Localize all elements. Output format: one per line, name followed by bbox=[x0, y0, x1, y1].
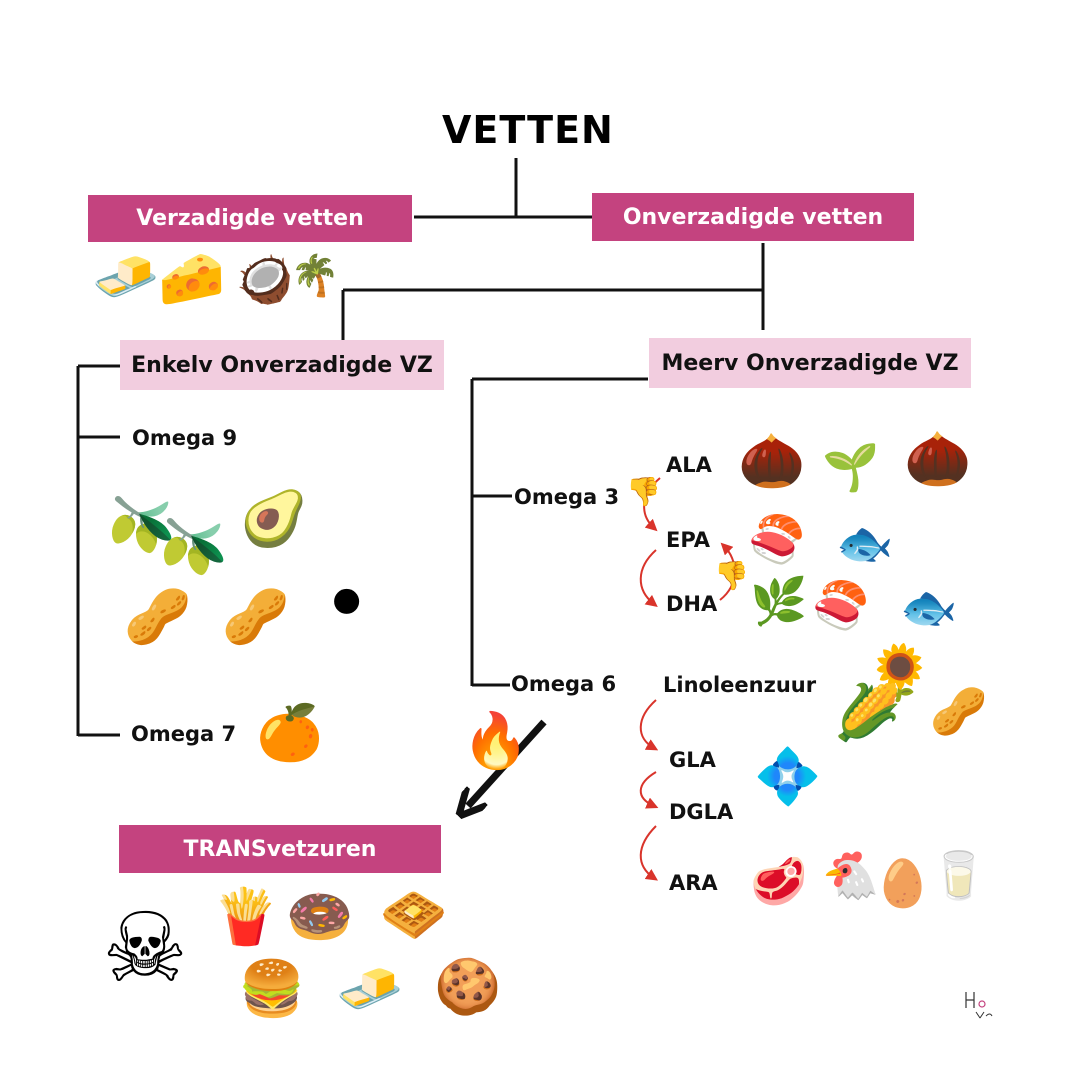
borage-flower-icon: 💠 bbox=[754, 745, 822, 808]
fire-icon: 🔥 bbox=[462, 709, 530, 772]
coconut-icon: 🥥 bbox=[236, 252, 294, 306]
trans-arrow bbox=[468, 719, 547, 806]
chicken-icon: 🐔 bbox=[822, 848, 880, 902]
egg-icon: 🥚 bbox=[874, 856, 932, 910]
label-ala: ALA bbox=[666, 453, 712, 477]
cashew-icon: 🥜 bbox=[124, 585, 192, 648]
box-poly: Meerv Onverzadigde VZ bbox=[649, 338, 971, 388]
arrow-lino-gla bbox=[639, 699, 659, 751]
salmon-icon: 🍣 bbox=[812, 578, 870, 632]
dairy-icon: 🥛 bbox=[930, 848, 988, 902]
label-omega7: Omega 7 bbox=[131, 722, 237, 746]
arrow-epa-dha bbox=[639, 549, 658, 607]
margarine-icon: 🧈 bbox=[336, 957, 404, 1020]
peanut-icon: 🥜 bbox=[930, 684, 988, 738]
cheese-icon: 🧀 bbox=[158, 247, 226, 310]
skull-crossbones-icon: ☠ bbox=[102, 892, 189, 1004]
label-omega3: Omega 3 bbox=[514, 485, 620, 509]
arrow-dha-epa bbox=[719, 542, 736, 601]
sardine-icon: 🐟 bbox=[836, 516, 894, 570]
box-saturated: Verzadigde vetten bbox=[88, 195, 412, 242]
label-dgla: DGLA bbox=[669, 800, 734, 824]
label-ara: ARA bbox=[669, 871, 718, 895]
sunflower-icon: 🌻 bbox=[866, 641, 934, 704]
sea-buckthorn-berries-icon: 🍊 bbox=[256, 701, 324, 764]
fries-icon: 🍟 bbox=[212, 885, 280, 948]
waffle-icon: 🧇 bbox=[380, 883, 448, 946]
donut-icon: 🍩 bbox=[286, 885, 354, 948]
thumbs-down-icon: 👎 bbox=[714, 559, 749, 592]
walnut-icon: 🌰 bbox=[904, 427, 972, 490]
label-linoleic: Linoleenzuur bbox=[663, 673, 817, 697]
olive-icon: 🫒 bbox=[160, 515, 228, 578]
label-omega9: Omega 9 bbox=[132, 426, 238, 450]
thumbs-down-icon: 👎 bbox=[626, 475, 661, 508]
cookie-icon: 🍪 bbox=[434, 955, 502, 1018]
steak-icon: 🥩 bbox=[750, 854, 808, 908]
label-epa: EPA bbox=[666, 528, 711, 552]
pumpkin-seed-icon: 🌱 bbox=[822, 440, 880, 494]
arrow-dgla-ara bbox=[639, 825, 658, 881]
signature-logo-mark bbox=[965, 992, 993, 1019]
flaxseed-icon: 🌰 bbox=[738, 429, 806, 492]
label-dha: DHA bbox=[666, 592, 718, 616]
sardine-icon: 🐟 bbox=[900, 580, 958, 634]
box-unsaturated: Onverzadigde vetten bbox=[592, 193, 914, 241]
arrow-ala-epa bbox=[643, 477, 661, 532]
burger-icon: 🍔 bbox=[238, 957, 306, 1020]
peanut-icon: 🥜 bbox=[222, 585, 290, 648]
butter-icon: 🧈 bbox=[92, 245, 160, 308]
palm-tree-icon: 🌴 bbox=[290, 253, 340, 299]
label-omega6: Omega 6 bbox=[511, 672, 617, 696]
salmon-icon: 🍣 bbox=[748, 512, 806, 566]
corn-icon: 🌽 bbox=[834, 681, 902, 744]
box-trans: TRANSvetzuren bbox=[119, 825, 441, 873]
arrow-gla-dgla bbox=[639, 771, 659, 809]
avocado-icon: 🥑 bbox=[240, 487, 308, 550]
black-seeds-icon: ⚫ bbox=[324, 571, 370, 634]
algae-icon: 🌿 bbox=[750, 574, 808, 628]
box-mono: Enkelv Onverzadigde VZ bbox=[120, 340, 444, 390]
label-gla: GLA bbox=[669, 748, 716, 772]
page-title: VETTEN bbox=[442, 108, 614, 152]
olive-icon: 🫒 bbox=[108, 493, 176, 556]
signature-logo bbox=[960, 986, 1000, 1026]
